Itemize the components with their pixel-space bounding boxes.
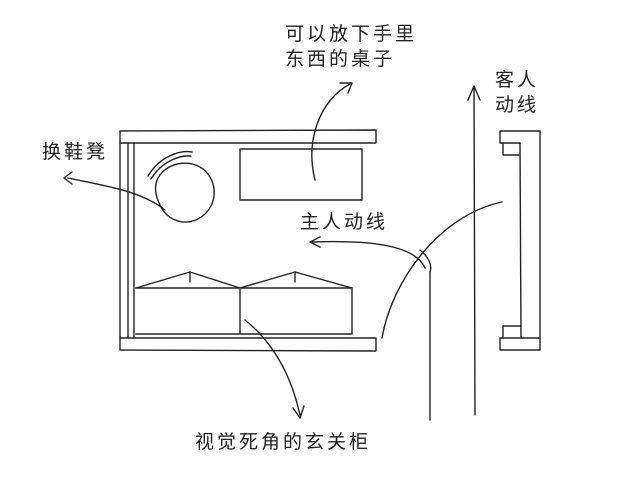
guest-label-line1: 客人 — [495, 69, 540, 91]
entry-cabinet — [135, 271, 353, 335]
guest-flow-label: 客人 动线 — [495, 68, 539, 118]
desk-label: 可以放下手里 东西的桌子 — [285, 22, 417, 72]
right-wall — [502, 130, 541, 351]
shoe-bench — [147, 150, 215, 223]
desk — [239, 148, 363, 201]
shoe-bench-label: 换鞋凳 — [42, 141, 109, 163]
left-wall — [119, 142, 135, 339]
cabinet-label: 视觉死角的玄关柜 — [195, 431, 372, 453]
host-flow-label: 主人动线 — [300, 211, 389, 233]
desk-label-line1: 可以放下手里 — [285, 23, 418, 45]
desk-leader-arrow — [311, 82, 353, 181]
bench-leader-arrow — [63, 171, 166, 211]
cabinet-leader-arrow — [244, 319, 305, 419]
host-flow-arrow — [309, 236, 426, 269]
door — [381, 201, 503, 421]
guest-label-line2: 动线 — [495, 94, 540, 116]
top-wall — [119, 129, 541, 144]
desk-label-line2: 东西的桌子 — [285, 48, 396, 70]
guest-flow-arrow — [467, 85, 481, 416]
bottom-wall — [119, 337, 541, 352]
